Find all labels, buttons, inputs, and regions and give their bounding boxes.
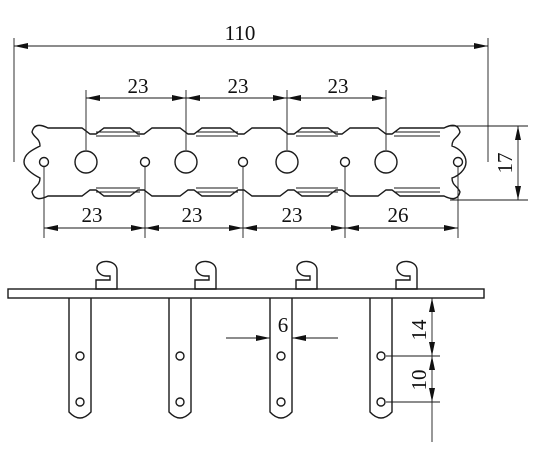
dim-top-spacing-3: 23	[328, 74, 349, 98]
dim-overall-length: 110	[225, 21, 256, 45]
dim-bottom-spacing-4: 26	[388, 203, 409, 227]
plate-slots	[96, 131, 440, 193]
hooks	[95, 260, 418, 290]
front-view: 6 14 10	[7, 260, 485, 442]
top-view: 110 23 23 23 23 23 23 26 17	[13, 21, 528, 238]
dim-bottom-spacing-3: 23	[282, 203, 303, 227]
post-holes	[75, 351, 386, 407]
dim-bottom-spacing-2: 23	[182, 203, 203, 227]
dim-bottom-spacing-1: 23	[82, 203, 103, 227]
dim-post-width: 6	[278, 313, 289, 337]
small-holes	[38, 156, 464, 168]
dim-top-spacing-2: 23	[228, 74, 249, 98]
dim-top-spacing-1: 23	[128, 74, 149, 98]
dim-hole-offset: 14	[407, 319, 431, 341]
posts	[68, 298, 393, 419]
large-holes	[74, 150, 398, 174]
plate-outline	[23, 124, 467, 200]
dim-plate-height: 17	[493, 153, 517, 174]
base-plate	[7, 288, 485, 299]
dim-hole-spacing: 10	[407, 370, 431, 391]
front-extension-lines	[386, 297, 484, 403]
